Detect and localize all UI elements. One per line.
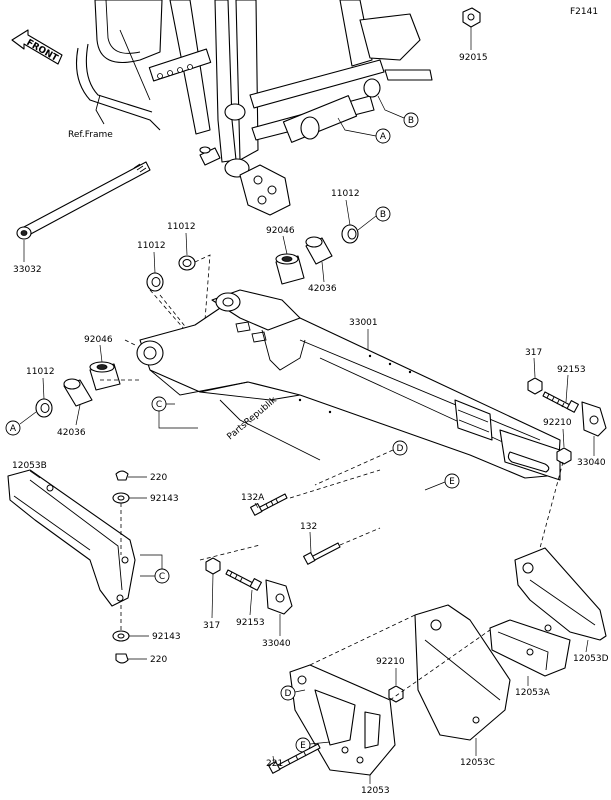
label-132: 132: [300, 522, 317, 532]
label-42036-lower: 42036: [57, 428, 86, 438]
svg-text:D: D: [285, 689, 292, 699]
washer-92143-lower: [112, 630, 130, 642]
svg-text:A: A: [10, 424, 17, 434]
ref-c-slider: C: [154, 568, 170, 584]
ref-b-frame: B: [403, 112, 419, 128]
svg-text:C: C: [159, 572, 165, 582]
label-92153-left: 92153: [236, 618, 265, 628]
bearing-92046-lower: [89, 361, 121, 391]
label-33040-right: 33040: [577, 458, 606, 468]
label-221: 221: [266, 759, 283, 769]
seal-11012-lower-left: [35, 398, 53, 418]
nut-317-left: [205, 557, 221, 575]
label-317-right: 317: [525, 348, 542, 358]
ref-e-swingarm: E: [444, 473, 460, 489]
svg-text:B: B: [408, 116, 414, 126]
svg-text:A: A: [380, 132, 387, 142]
label-33032: 33032: [13, 265, 42, 275]
washer-92143-upper: [112, 492, 130, 504]
seal-11012-upper-right: [341, 224, 359, 244]
bolt-132A: [250, 493, 288, 516]
label-132A: 132A: [241, 493, 265, 503]
label-92015: 92015: [459, 53, 488, 63]
svg-text:D: D: [397, 444, 404, 454]
guide-bracket-12053: [289, 664, 396, 776]
label-12053: 12053: [361, 786, 390, 796]
bolt-92153-right: [542, 391, 579, 413]
pivot-shaft-33032: [16, 161, 151, 240]
svg-text:B: B: [380, 210, 386, 220]
frame-drawing: [75, 0, 433, 216]
nut-92015: [462, 7, 481, 28]
adjuster-33040-left: [265, 579, 293, 615]
svg-text:E: E: [449, 477, 455, 487]
collar-42036-upper: [305, 236, 333, 265]
bolt-221: [268, 743, 321, 774]
label-220-lower: 220: [150, 655, 167, 665]
swingarm-33001: [136, 289, 561, 481]
collar-42036-lower: [63, 378, 93, 407]
nut-317-right: [527, 377, 543, 395]
seal-11012-upper-mid: [178, 255, 196, 271]
label-11012-lower-left: 11012: [26, 367, 55, 377]
label-92143-upper: 92143: [150, 494, 179, 504]
label-12053A: 12053A: [515, 688, 551, 698]
label-92143-lower: 92143: [152, 632, 181, 642]
front-arrow-icon: FRONT: [11, 29, 63, 65]
bolt-132: [303, 542, 341, 565]
label-317-left: 317: [203, 621, 220, 631]
chain-guide-12053D: [514, 547, 607, 641]
bolt-220-upper: [115, 470, 129, 481]
bearing-92046-upper: [275, 253, 305, 285]
label-33001: 33001: [349, 318, 378, 328]
bolt-92153-left: [225, 569, 262, 591]
label-92153-right: 92153: [557, 365, 586, 375]
ref-a-frame: A: [375, 128, 391, 144]
guide-plate-12053C: [414, 604, 511, 741]
label-42036-upper: 42036: [308, 284, 337, 294]
label-33040-left: 33040: [262, 639, 291, 649]
frame-label: Ref.Frame: [68, 130, 113, 140]
label-12053C: 12053C: [460, 758, 495, 768]
nut-92210-upper: [556, 447, 572, 465]
label-12053B: 12053B: [12, 461, 47, 471]
ref-b-upper: B: [375, 206, 391, 222]
adjuster-33040-right: [581, 401, 607, 437]
ref-e-bracket: E: [295, 737, 311, 753]
label-11012-upper-right: 11012: [331, 189, 360, 199]
ref-c-swingarm: C: [151, 396, 167, 412]
diagram-id: F2141: [570, 7, 598, 17]
bolt-220-lower: [115, 653, 129, 664]
guide-block-12053A: [489, 619, 571, 677]
ref-d-swingarm: D: [392, 440, 408, 456]
label-92210-lower: 92210: [376, 657, 405, 667]
label-11012-upper-mid: 11012: [167, 222, 196, 232]
label-11012-upper-left: 11012: [137, 241, 166, 251]
svg-text:C: C: [156, 400, 162, 410]
chain-slider-12053B: [7, 469, 136, 607]
ref-a-lower: A: [5, 420, 21, 436]
label-92046-lower: 92046: [84, 335, 113, 345]
svg-text:E: E: [300, 741, 306, 751]
seal-11012-upper-left: [146, 272, 164, 292]
label-92210-upper: 92210: [543, 418, 572, 428]
label-12053D: 12053D: [573, 654, 609, 664]
label-220-upper: 220: [150, 473, 167, 483]
ref-d-bracket: D: [280, 685, 296, 701]
label-92046-upper: 92046: [266, 226, 295, 236]
